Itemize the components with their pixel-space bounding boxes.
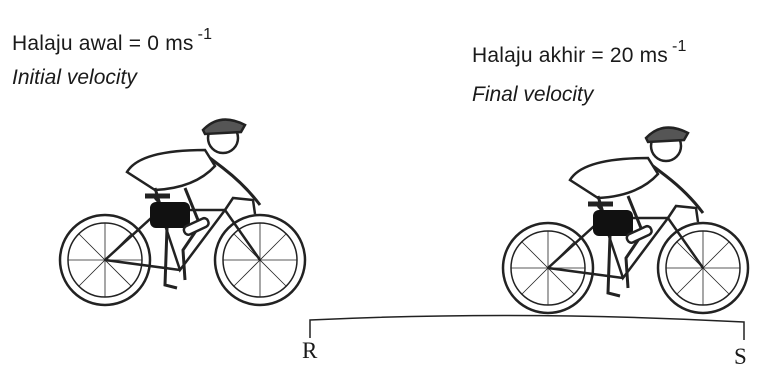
distance-bracket (309, 314, 745, 340)
final-velocity-malay-text: Halaju akhir = 20 ms (472, 44, 669, 67)
cyclist-initial-illustration (58, 118, 307, 307)
point-s-label: S (734, 344, 747, 369)
final-velocity-unit-exponent: -1 (672, 38, 687, 55)
initial-velocity-english: Initial velocity (12, 66, 137, 89)
initial-velocity-unit-exponent: -1 (197, 26, 213, 43)
cyclist-final-illustration (501, 126, 750, 315)
final-velocity-malay: Halaju akhir = 20 ms-1 (472, 38, 687, 70)
point-r-label: R (302, 338, 318, 363)
initial-velocity-malay-text: Halaju awal = 0 ms (12, 32, 194, 55)
final-velocity-english: Final velocity (472, 83, 594, 106)
initial-velocity-malay: Halaju awal = 0 ms-1 (12, 26, 212, 58)
